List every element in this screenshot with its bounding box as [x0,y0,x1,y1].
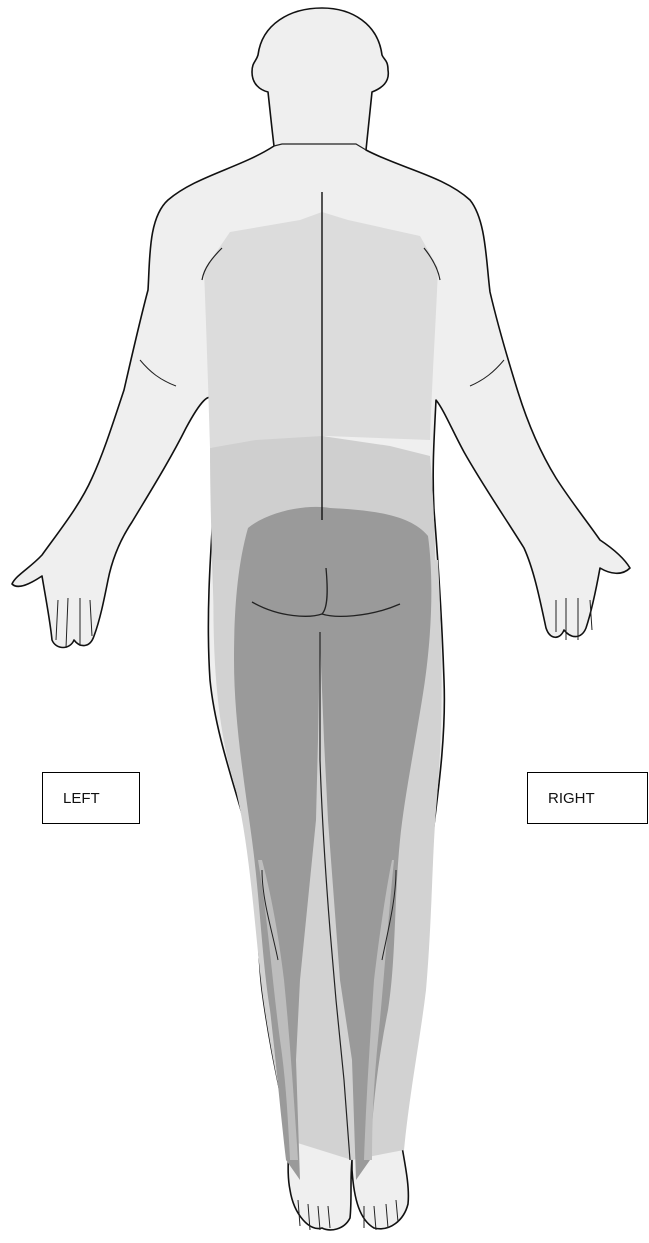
right-side-label: RIGHT [527,772,648,824]
left-side-label: LEFT [42,772,140,824]
zone-upper-back [204,212,438,448]
